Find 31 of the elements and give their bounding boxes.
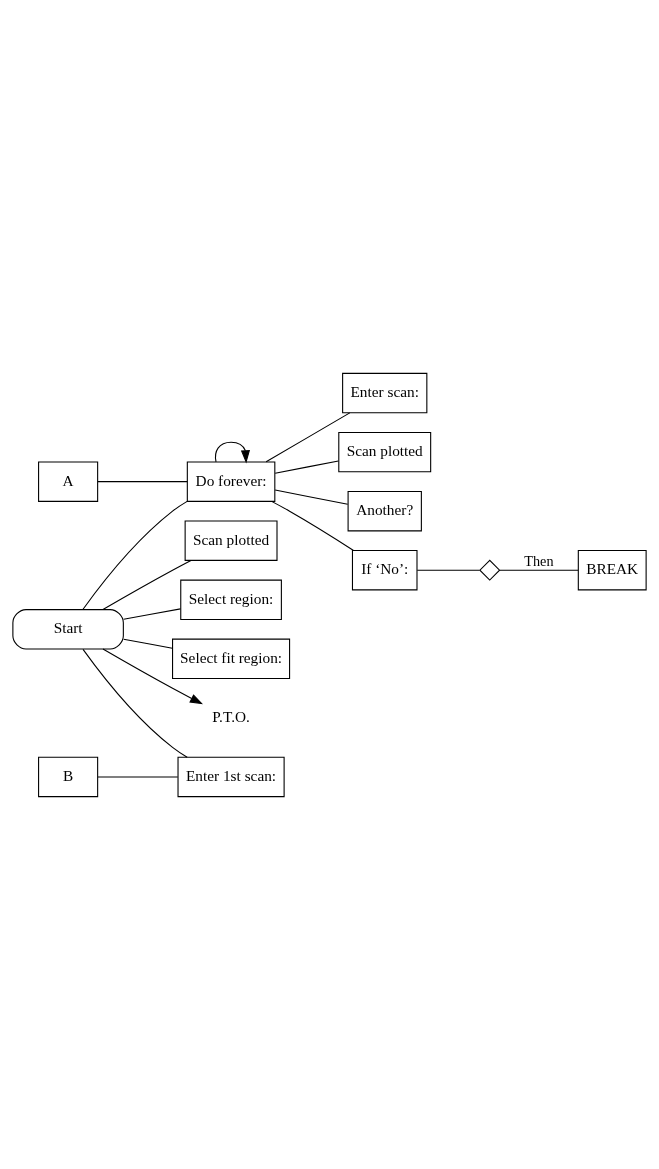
connector [416, 569, 481, 571]
node-box: A [38, 460, 99, 502]
connector [97, 775, 179, 777]
connector [82, 500, 188, 610]
node-text: P.T.O. [212, 707, 250, 725]
connector [82, 648, 188, 758]
connector [123, 607, 181, 620]
node-box: Scan plotted [184, 519, 278, 561]
connector [265, 411, 351, 462]
connector [123, 638, 173, 649]
connector [102, 559, 192, 610]
node-box: Enter 1st scan: [177, 756, 285, 797]
node-box: Do forever: [186, 460, 276, 502]
arrow [214, 441, 251, 463]
connector [97, 480, 188, 482]
node-box: Select region: [180, 579, 282, 620]
node-box: B [38, 756, 99, 797]
node-box: Select fit region: [172, 638, 291, 679]
connector [499, 569, 579, 571]
edge-label: Then [524, 552, 554, 569]
node-box: If ‘No’: [351, 549, 418, 590]
node-box: Start [12, 608, 124, 650]
arrow [102, 648, 203, 704]
node-box: Enter scan: [342, 372, 428, 413]
node-box: BREAK [577, 549, 647, 590]
node-box: Another? [347, 490, 422, 531]
connector [271, 500, 355, 551]
node-box: Scan plotted [338, 431, 432, 472]
connector [274, 459, 339, 474]
node-diamond [479, 559, 501, 581]
connector [274, 489, 349, 505]
